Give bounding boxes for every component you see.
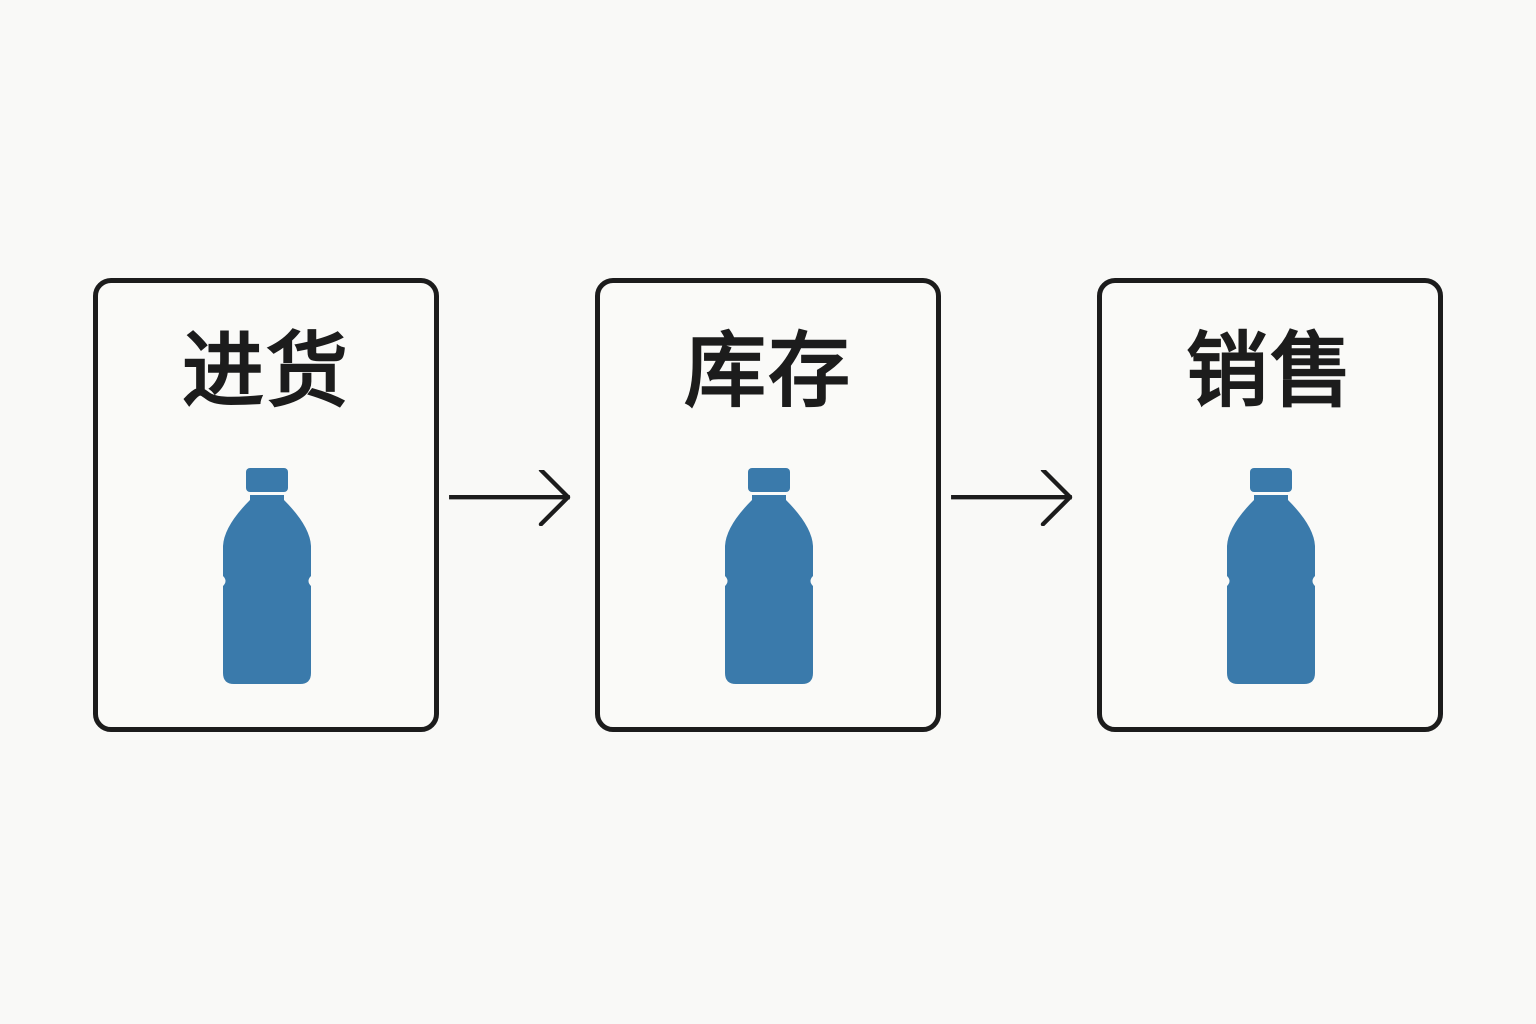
step-label: 库存 — [683, 324, 852, 419]
water-bottle-icon — [725, 468, 813, 684]
arrow-right-icon — [942, 470, 1087, 526]
step-label: 进货 — [181, 324, 350, 419]
step-box-inventory: 库存 — [595, 278, 941, 732]
step-label: 销售 — [1185, 324, 1354, 419]
step-box-sales: 销售 — [1097, 278, 1443, 732]
water-bottle-icon — [1227, 468, 1315, 684]
step-box-purchase: 进货 — [93, 278, 439, 732]
water-bottle-icon — [223, 468, 311, 684]
arrow-right-icon — [440, 470, 585, 526]
